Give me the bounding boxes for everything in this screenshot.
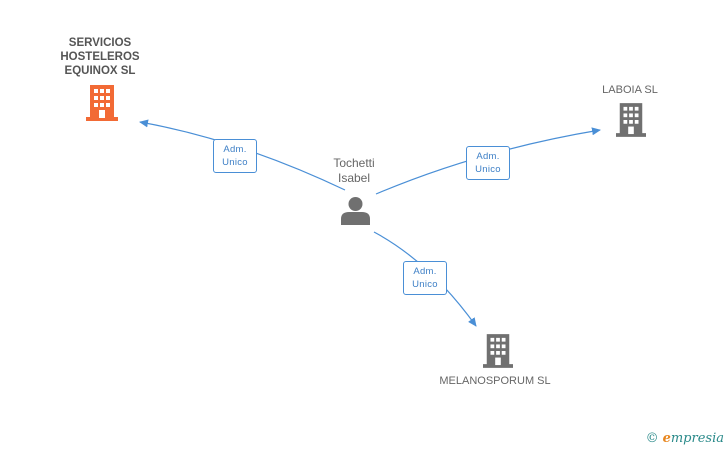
building-icon[interactable] [483, 334, 513, 368]
edge-label-role-detail: Unico [475, 164, 501, 175]
edge-label-equinox[interactable]: Adm. Unico [213, 139, 257, 173]
edge-label-melanosporum[interactable]: Adm. Unico [403, 261, 447, 295]
building-icon[interactable] [86, 85, 118, 121]
edge-label-laboia[interactable]: Adm. Unico [466, 146, 510, 180]
node-label-equinox[interactable]: SERVICIOS HOSTELEROS EQUINOX SL [60, 37, 140, 77]
edge-label-role-detail: Unico [412, 279, 438, 290]
edge-label-role-detail: Unico [222, 157, 248, 168]
person-icon[interactable] [341, 196, 370, 225]
node-label-melanosporum[interactable]: MELANOSPORUM SL [439, 375, 551, 387]
edge-label-role: Adm. [413, 266, 437, 277]
node-label-laboia[interactable]: LABOIA SL [602, 84, 658, 96]
edge-label-role: Adm. [223, 144, 247, 155]
brand-name: mpresia [670, 431, 724, 446]
copyright-symbol: © [645, 431, 659, 446]
edge-label-role: Adm. [476, 151, 500, 162]
building-icon[interactable] [616, 103, 646, 137]
brand-initial: e [662, 431, 671, 446]
node-label-person[interactable]: Tochetti Isabel [333, 156, 375, 185]
brand-logo: ©empresia [646, 431, 724, 446]
